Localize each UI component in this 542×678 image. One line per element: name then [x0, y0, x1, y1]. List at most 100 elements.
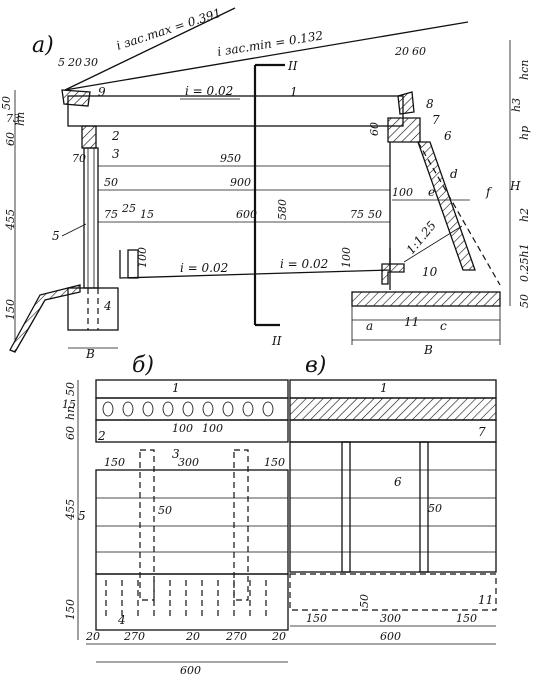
dim-b-150a: 150 — [104, 456, 125, 469]
section-mark-top: II — [287, 59, 298, 73]
footing-left — [67, 287, 119, 331]
panel-a-section: а) i зас.max = 0.391 i зас.min = 0.132 5… — [0, 6, 531, 361]
left-embankment — [9, 284, 81, 353]
post-b-left — [139, 449, 155, 601]
section-mark-bottom: II — [271, 334, 282, 348]
dim-75b: 75 — [350, 208, 364, 221]
callout-7: 7 — [432, 113, 440, 127]
dim-b-15: 15 — [62, 398, 76, 411]
slab-panel-v — [289, 397, 497, 421]
callout-5-b: 5 — [78, 509, 86, 523]
callout-4: 4 — [103, 299, 112, 313]
panel-v-elevation: в) 1 7 6 50 50 11 150 300 150 600 — [289, 353, 497, 645]
dim-15: 15 — [140, 208, 154, 221]
callout-5: 5 — [52, 229, 60, 243]
panel-a-label: а) — [32, 33, 54, 58]
dim-footing-B: B — [85, 347, 95, 361]
piles-b — [105, 580, 267, 620]
dim-left-50: 50 — [0, 96, 13, 110]
dim-b-270a: 270 — [123, 630, 145, 643]
dim-right-025h1: 0.25h1 — [518, 243, 531, 282]
left-curb — [61, 89, 91, 107]
right-cap — [387, 117, 421, 143]
callout-4-b: 4 — [117, 613, 126, 627]
dim-v-150b: 150 — [456, 612, 477, 625]
dim-b-20c: 20 — [271, 630, 286, 643]
wall-panel-v — [289, 441, 497, 573]
panel-b-label: б) — [132, 353, 154, 378]
deck-slope-label: i = 0.02 — [185, 84, 233, 98]
dim-right-h2: h2 — [518, 208, 531, 222]
callout-6-v: 6 — [394, 475, 402, 489]
callout-1-b: 1 — [172, 381, 180, 395]
dim-top-left-5: 5 — [58, 56, 65, 69]
dim-B: B — [423, 343, 433, 357]
slab-voids-b — [102, 401, 274, 417]
dim-f: f — [485, 185, 493, 199]
callout-10: 10 — [422, 265, 438, 279]
callout-8: 8 — [426, 97, 434, 111]
dim-v-50: 50 — [358, 594, 371, 608]
right-curb — [397, 91, 415, 115]
left-cap — [81, 125, 97, 149]
dim-top-left-20: 20 — [67, 56, 82, 69]
post-v-1 — [341, 441, 351, 573]
dim-a: a — [366, 319, 373, 333]
dim-50: 50 — [104, 176, 118, 189]
slab-panel-b — [95, 397, 289, 421]
dim-b-post-50: 50 — [158, 504, 172, 517]
callout-3-b: 3 — [172, 447, 180, 461]
dim-left-hp: hп — [14, 112, 27, 126]
dim-600: 600 — [236, 208, 257, 221]
dim-950: 950 — [220, 152, 241, 165]
dim-580: 580 — [276, 199, 289, 220]
callout-6: 6 — [444, 129, 452, 143]
dim-100-right: 100 — [340, 247, 353, 268]
post-b-right — [233, 449, 249, 601]
panel-v-label: в) — [305, 353, 326, 378]
callout-9: 9 — [98, 85, 106, 99]
dim-100-left: 100 — [136, 247, 149, 268]
dim-b-50: 50 — [64, 382, 77, 396]
dim-v-600: 600 — [380, 630, 401, 643]
callout-2: 2 — [111, 129, 120, 143]
dim-50b: 50 — [368, 208, 382, 221]
dim-b-100b: 100 — [202, 422, 223, 435]
post-v-2 — [419, 441, 429, 573]
callout-3: 3 — [112, 147, 120, 161]
dim-b-20b: 20 — [185, 630, 200, 643]
callout-7-v: 7 — [478, 425, 486, 439]
dim-b-270b: 270 — [225, 630, 247, 643]
dim-b-300: 300 — [178, 456, 199, 469]
right-slope-wall — [417, 141, 476, 271]
foundation-b — [95, 573, 289, 631]
dim-top-right-60: 60 — [412, 45, 426, 58]
slope-min-label: i зас.min = 0.132 — [216, 28, 324, 59]
callout-2-b: 2 — [97, 429, 106, 443]
dim-b-100a: 100 — [172, 422, 193, 435]
dim-d: d — [450, 167, 458, 181]
deck-slab — [67, 95, 404, 127]
callout-1-v: 1 — [380, 381, 388, 395]
dim-left-150: 150 — [4, 299, 17, 320]
dim-b-20a: 20 — [85, 630, 100, 643]
dim-right-H: H — [509, 179, 521, 193]
dim-b-150: 150 — [64, 599, 77, 620]
drain-tray — [381, 263, 405, 285]
bottom-slope-right: i = 0.02 — [280, 257, 328, 271]
base-slab — [351, 291, 501, 307]
dim-left-455: 455 — [4, 209, 17, 231]
dim-25: 25 — [121, 202, 136, 215]
dim-b-hp: hп — [64, 406, 77, 420]
dim-100-e: 100 — [392, 186, 413, 199]
dim-right-hr: hр — [518, 126, 531, 140]
dim-top-left-30: 30 — [84, 56, 98, 69]
callout-1: 1 — [290, 85, 298, 99]
dim-v-300: 300 — [380, 612, 401, 625]
dim-right-h3: h3 — [510, 98, 523, 112]
slope-max-label: i зас.max = 0.391 — [115, 6, 223, 53]
dim-right-hsp: hсп — [518, 60, 531, 80]
foundation-v — [289, 573, 497, 611]
dim-b-600: 600 — [180, 664, 201, 677]
